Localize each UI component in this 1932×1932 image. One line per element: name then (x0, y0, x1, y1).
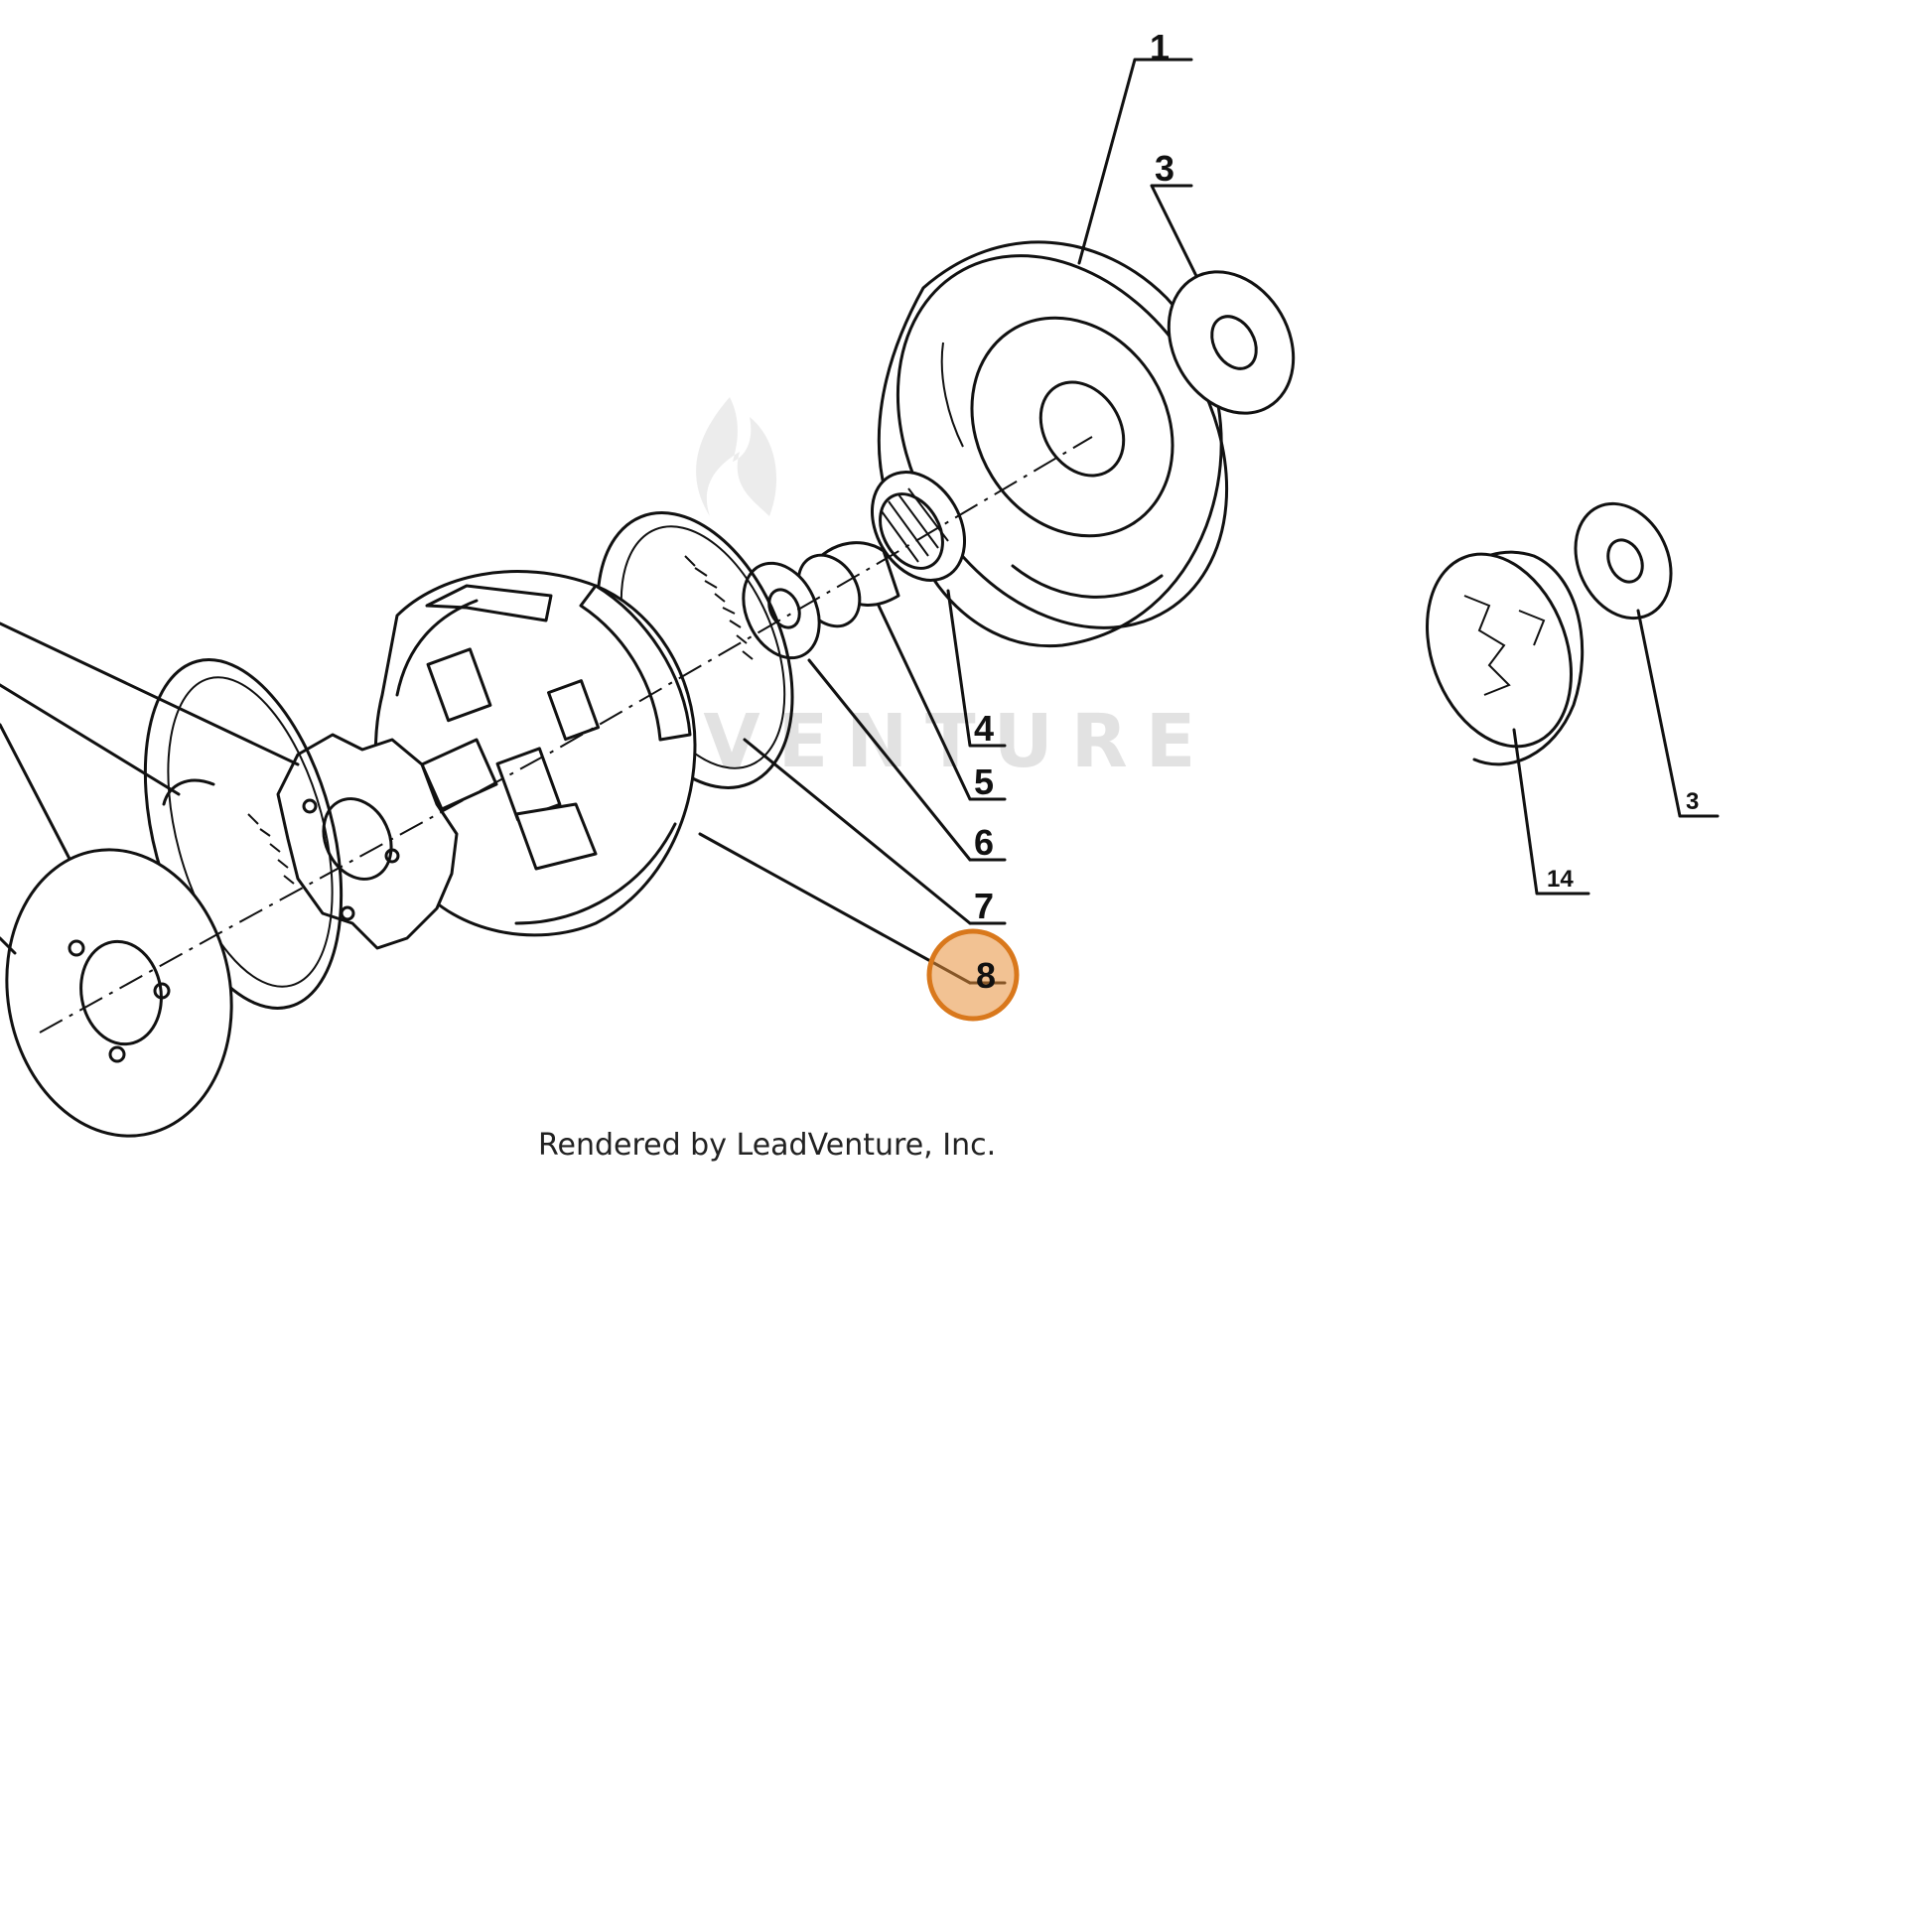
leader-lines (0, 58, 1720, 985)
callout-5: 5 (974, 761, 994, 802)
callout-4: 4 (974, 708, 994, 749)
callout-1: 1 (1150, 27, 1170, 68)
washer-top (1167, 270, 1296, 415)
callout-3-right: 3 (1686, 788, 1699, 815)
sprocket (1426, 550, 1585, 766)
callout-3-top: 3 (1155, 148, 1174, 189)
credit-text: Rendered by LeadVenture, Inc. (538, 1128, 997, 1163)
callout-14: 14 (1547, 866, 1574, 893)
callout-8-highlight[interactable] (926, 928, 1020, 1022)
watermark-logo (696, 397, 777, 516)
washer-right (1574, 501, 1673, 621)
clutch-drum (877, 240, 1229, 648)
flange-disc (5, 848, 233, 1138)
hub-spring (143, 658, 344, 1010)
callout-8: 8 (976, 955, 996, 996)
callout-6: 6 (974, 822, 994, 863)
callout-7: 7 (974, 886, 994, 926)
center-axis (39, 436, 1093, 1034)
